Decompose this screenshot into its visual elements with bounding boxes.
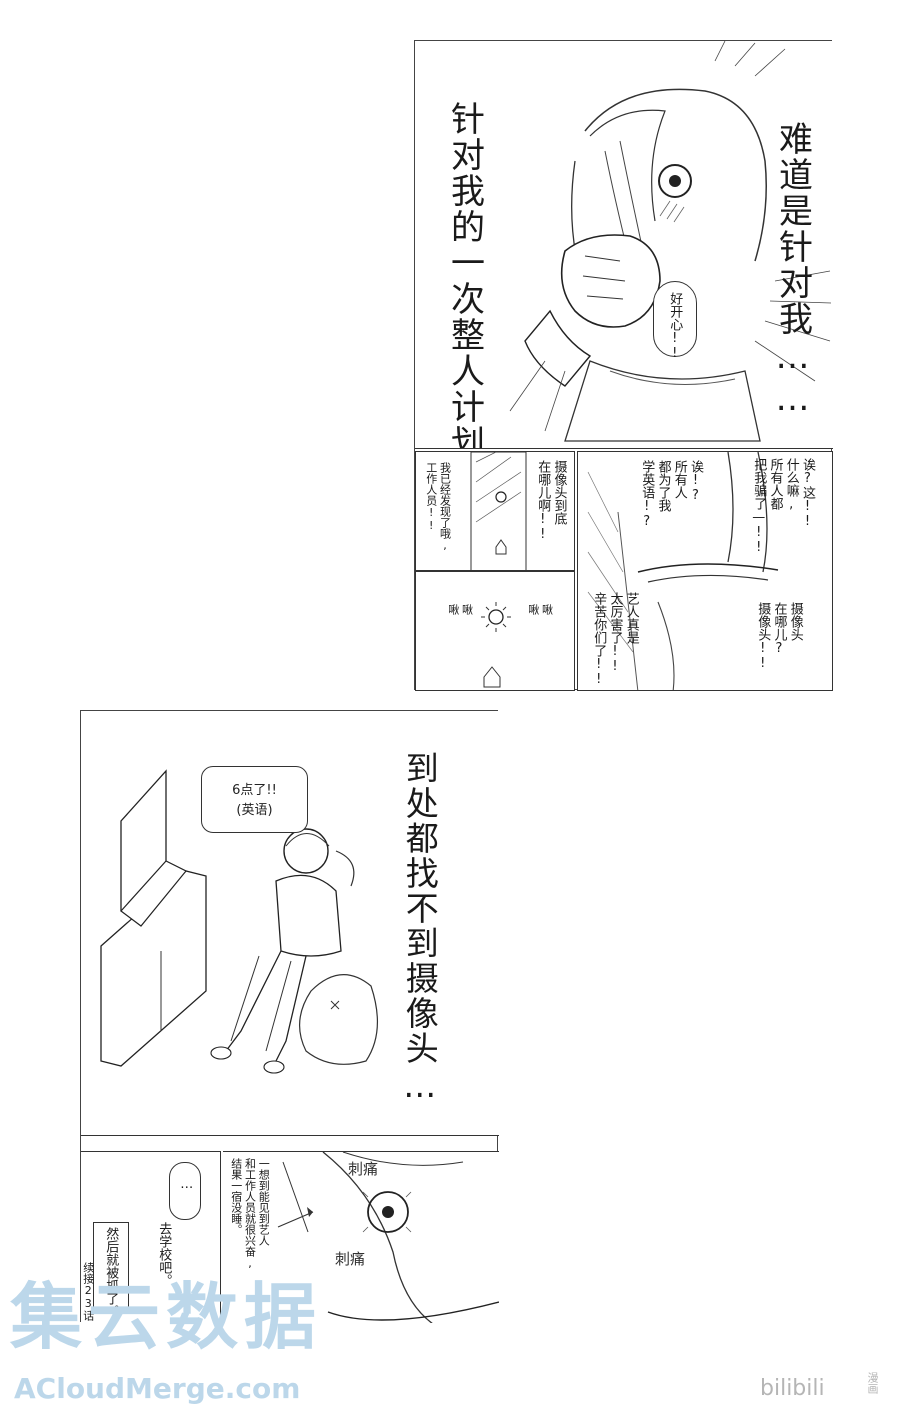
tv-speech-bubble: 6点了!! (英语) (201, 766, 308, 833)
panel-portrait: 难道是针对我…… 针对我的一次整人计划!? 好开心!! (415, 41, 833, 449)
character-closeup-drawing (509, 41, 832, 442)
panel-room-corner: 我已经发现了哦, 工作人员!! 摄像头到底 在哪儿啊!! (415, 451, 575, 571)
room-corner-drawing (470, 452, 527, 570)
watermark-bilibili-sub: 漫画 (866, 1372, 879, 1394)
text-where-camera: 摄像头到底 在哪儿啊!! (535, 460, 567, 542)
bubble-dots-text: … (179, 1177, 195, 1192)
eye-closeup-drawing (277, 1152, 499, 1323)
tv-bubble-line1: 6点了!! (232, 783, 277, 798)
panel-eye-closeup: 一想到能见到艺人 和工作人员就很兴奋, 结果一宿没睡。 刺痛 刺痛 (223, 1151, 499, 1323)
sfx-chirp-right: 啾 啾 (526, 604, 554, 615)
text-go-school: 去学校吧。 (156, 1222, 172, 1287)
text-artists-amazing: 艺人真是 太厉害了!! 辛苦你们了!! (591, 592, 639, 687)
character-shout-drawing (587, 452, 779, 690)
sun-house-drawing (481, 602, 511, 688)
panel-shout: 诶?这!! 什么嘛, 所有人都 把我骗了—!! 诶!? 所有人 都为了我 学英语… (577, 451, 833, 691)
caption-no-camera: 到处都找不到摄像头… (400, 751, 440, 1107)
watermark-cn: 集云数据 (10, 1275, 323, 1359)
bubble-text-happy: 好开心!! (667, 292, 683, 361)
speech-bubble-dots: … (169, 1162, 201, 1220)
manga-page-2: 到处都找不到摄像头… 6点了!! (英语) … 去学校吧。 然后就被抓了。 续接… (80, 710, 499, 1323)
lying-character-drawing (100, 769, 379, 1074)
panel-chirp: 啾 啾 啾 啾 (415, 571, 575, 691)
sfx-sting-top: 刺痛 (348, 1160, 379, 1178)
sfx-sting-mid: 刺痛 (335, 1250, 366, 1268)
text-caught: 然后就被抓了。 (103, 1227, 119, 1318)
caption-left: 针对我的一次整人计划!? (444, 101, 485, 449)
tv-bubble-line2: (英语) (236, 803, 273, 818)
text-excited: 一想到能见到艺人 和工作人员就很兴奋, 结果一宿没睡。 (229, 1158, 271, 1270)
speech-bubble-happy: 好开心!! (653, 281, 697, 361)
watermark-bilibili: bilibili (760, 1376, 825, 1401)
caption-right: 难道是针对我…… (772, 121, 813, 421)
text-learn-english: 诶!? 所有人 都为了我 学英语!? (639, 460, 703, 529)
text-continued: 续接23话 (81, 1262, 95, 1321)
caught-box: 然后就被抓了。 (93, 1222, 129, 1318)
text-found-you: 我已经发现了哦, 工作人员!! (424, 462, 452, 552)
panel-bottom-left: … 去学校吧。 然后就被抓了。 续接23话 (81, 1151, 221, 1323)
text-where-camera-2: 摄像头 在哪儿? 摄像头!! (755, 602, 803, 671)
text-fooled: 诶?这!! 什么嘛, 所有人都 把我骗了—!! (751, 458, 815, 555)
sfx-chirp-left: 啾 啾 (446, 604, 474, 615)
manga-page-1: 难道是针对我…… 针对我的一次整人计划!? 好开心!! 我已经发现了哦, 工作人… (414, 40, 833, 691)
watermark-en: ACloudMerge.com (14, 1372, 301, 1405)
panel-lying-down: 到处都找不到摄像头… 6点了!! (英语) (81, 711, 499, 1136)
